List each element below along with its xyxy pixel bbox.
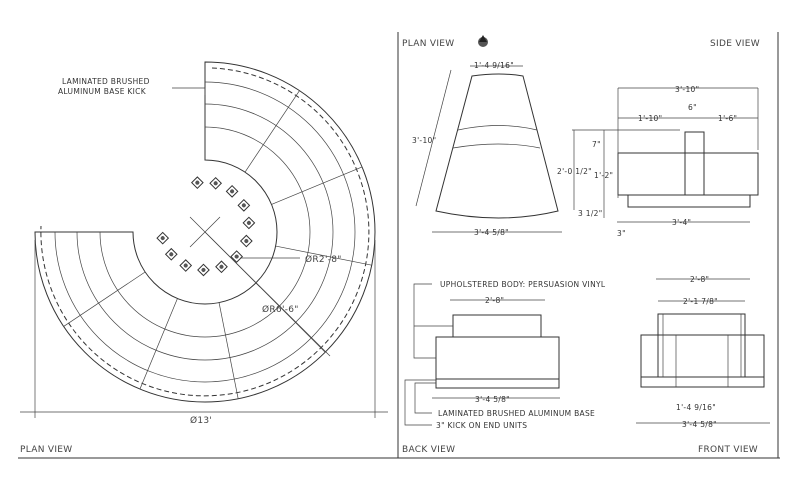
side-overall-depth: 3'-10"	[675, 85, 699, 94]
fixture-icon	[209, 176, 223, 190]
fixture-icon	[197, 263, 210, 277]
front-view-title: FRONT VIEW	[698, 445, 758, 455]
fixture-icon	[164, 247, 178, 261]
radius-inner-label: ØR6'-6"	[262, 304, 299, 315]
note-base: LAMINATED BRUSHED ALUMINUM BASE	[438, 409, 595, 418]
fixture-icon	[190, 176, 204, 190]
fixture-icon	[225, 184, 239, 198]
radius-leaders	[20, 87, 388, 418]
side-kick-offset: 3"	[617, 229, 626, 238]
front-narrow-width: 1'-4 9/16"	[676, 403, 716, 412]
diameter-label: Ø13'	[190, 415, 212, 426]
side-back-width: 6"	[688, 103, 697, 112]
fixture-icon	[242, 216, 256, 230]
side-profile	[572, 87, 759, 223]
front-inner-width: 2'-1 7/8"	[683, 297, 718, 306]
wedge-plan	[415, 65, 562, 233]
side-total-height: 2'-0 1/2"	[557, 167, 592, 176]
side-back-height: 7"	[592, 140, 601, 149]
segment-divider	[271, 166, 363, 205]
segment-divider	[255, 282, 326, 353]
segment-dividers	[63, 90, 372, 399]
front-overall-width: 3'-4 5/8"	[682, 420, 717, 429]
wedge-depth: 3'-10"	[412, 136, 436, 145]
fixture-icon	[239, 234, 253, 248]
back-width: 2'-8"	[485, 296, 504, 305]
back-overall-width: 3'-4 5/8"	[475, 395, 510, 404]
plan-view-title: PLAN VIEW	[402, 39, 455, 49]
fixture-icon	[230, 250, 244, 263]
side-back-depth: 1'-6"	[718, 114, 737, 123]
wedge-bottom-width: 3'-4 5/8"	[474, 228, 509, 237]
segment-divider	[244, 90, 300, 173]
note-kick: 3" KICK ON END UNITS	[436, 421, 527, 430]
note-upholstered-body: UPHOLSTERED BODY: PERSUASION VINYL	[440, 280, 606, 289]
note-base-kick-line1: LAMINATED BRUSHED	[62, 77, 150, 86]
fixture-icon	[156, 231, 170, 245]
center-fixtures	[156, 176, 256, 277]
segment-divider	[139, 298, 178, 390]
note-base-kick-line2: ALUMINUM BASE KICK	[58, 87, 147, 96]
fixture-icon	[215, 260, 228, 274]
radius-outer-label: ØR2'-8"	[305, 254, 342, 265]
segment-divider	[218, 302, 239, 399]
front-top-width: 2'-8"	[690, 275, 709, 284]
fixture-icon	[237, 198, 251, 212]
side-seat-depth: 1'-10"	[638, 114, 662, 123]
fixture-icon	[179, 259, 193, 272]
sheet-frame	[18, 32, 780, 459]
segment-divider	[275, 245, 372, 266]
north-arrow-icon	[478, 35, 488, 47]
segment-divider	[63, 271, 146, 327]
back-profile	[404, 283, 560, 426]
side-kick-height: 3 1/2"	[578, 209, 602, 218]
side-seat-height: 1'-2"	[594, 171, 613, 180]
side-view-title: SIDE VIEW	[710, 39, 760, 49]
front-profile	[636, 278, 770, 424]
side-base-depth: 3'-4"	[672, 218, 691, 227]
wedge-top-width: 1'-4 9/16"	[474, 61, 514, 70]
left-plan-view-title: PLAN VIEW	[20, 445, 73, 455]
back-view-title: BACK VIEW	[402, 445, 455, 455]
